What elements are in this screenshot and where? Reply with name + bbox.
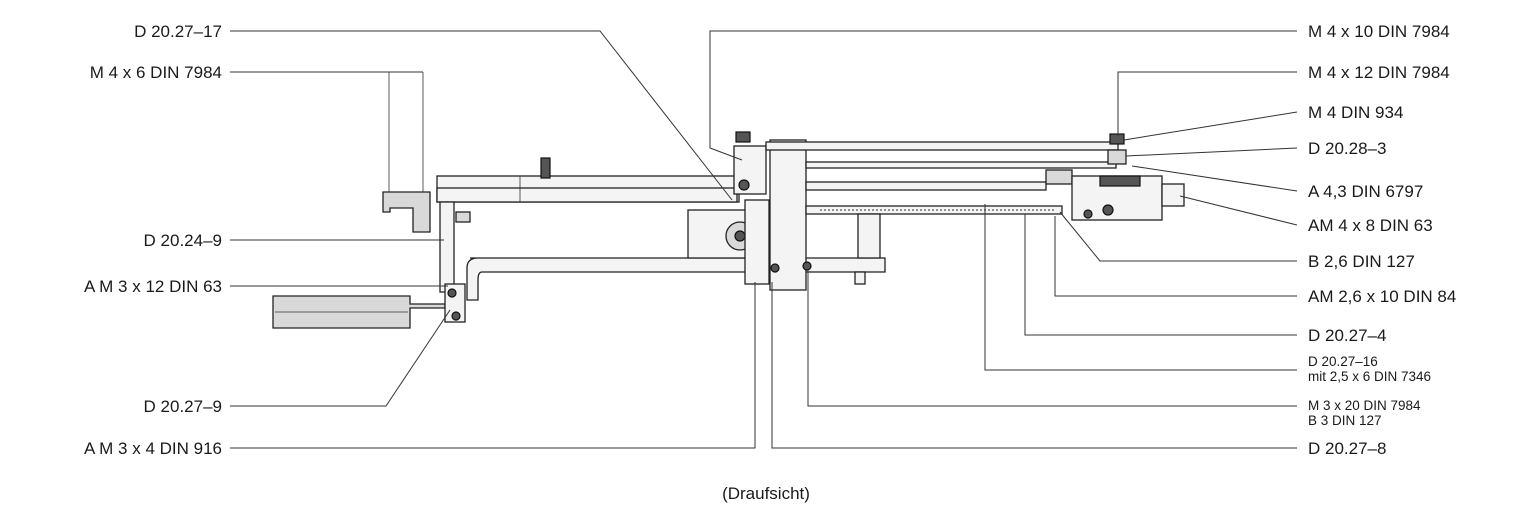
- assembly-drawing: [272, 72, 1185, 329]
- leader-r6: [1179, 195, 1298, 226]
- label-left-5: D 20.27–9: [144, 397, 222, 416]
- label-left-1: D 20.27–17: [134, 22, 222, 41]
- right-spring: [1099, 175, 1141, 187]
- clamp-screw: [447, 288, 457, 298]
- leader-r1: [709, 30, 1297, 161]
- label-right-1: M 4 x 10 DIN 7984: [1308, 22, 1450, 41]
- lower-rail: [466, 257, 886, 301]
- label-right-11a: M 3 x 20 DIN 7984: [1308, 398, 1421, 413]
- label-right-2: M 4 x 12 DIN 7984: [1308, 63, 1450, 82]
- leader-r5: [1131, 165, 1298, 192]
- leader-lines: [230, 30, 1298, 449]
- central-screw: [738, 179, 750, 191]
- label-left-6: A M 3 x 4 DIN 916: [84, 439, 222, 458]
- right-end-block: [1045, 169, 1073, 185]
- central-screw-3: [802, 261, 812, 271]
- label-right-11b: B 3 DIN 127: [1308, 413, 1382, 428]
- right-screw: [1102, 204, 1114, 216]
- right-foot: [854, 271, 866, 285]
- right-washer: [1107, 149, 1127, 165]
- top-rod: [765, 141, 1119, 151]
- central-upright: [733, 145, 767, 195]
- label-right-10a: D 20.27–16: [1308, 354, 1378, 369]
- clamp-screw-2: [451, 311, 461, 321]
- main-bar-inner: [436, 187, 738, 203]
- leader-r11: [807, 270, 1297, 407]
- left-bracket: [382, 191, 431, 233]
- label-left-2: M 4 x 6 DIN 7984: [90, 63, 222, 82]
- leader-r8: [1054, 216, 1297, 297]
- label-right-7: B 2,6 DIN 127: [1308, 252, 1415, 271]
- leader-l6: [230, 282, 756, 449]
- view-caption: (Draufsicht): [722, 484, 810, 503]
- leader-r10: [984, 204, 1297, 371]
- label-right-6: AM 4 x 8 DIN 63: [1308, 216, 1433, 235]
- center-wheel-hub: [734, 230, 746, 242]
- leader-l5: [230, 309, 451, 407]
- labels-right: M 4 x 10 DIN 7984 M 4 x 12 DIN 7984 M 4 …: [1308, 22, 1456, 458]
- label-right-5: A 4,3 DIN 6797: [1308, 182, 1423, 201]
- label-right-12: D 20.27–8: [1308, 439, 1386, 458]
- label-left-4: A M 3 x 12 DIN 63: [84, 277, 222, 296]
- second-rod: [805, 161, 1117, 169]
- leader-r7: [1059, 211, 1297, 262]
- leader-r3: [1123, 111, 1298, 141]
- top-left-nut: [735, 131, 751, 143]
- leader-r4: [1125, 147, 1298, 157]
- leader-r9: [1024, 214, 1297, 336]
- label-right-3: M 4 DIN 934: [1308, 103, 1403, 122]
- label-right-9: D 20.27–4: [1308, 326, 1386, 345]
- right-screw-2: [1083, 209, 1093, 219]
- right-nut: [1109, 133, 1125, 145]
- leader-r12: [771, 282, 1297, 449]
- right-lower-box: [857, 213, 881, 259]
- central-upright-2: [744, 199, 770, 285]
- labels-left: D 20.27–17 M 4 x 6 DIN 7984 D 20.24–9 A …: [84, 22, 222, 458]
- left-arm: [439, 201, 455, 293]
- left-arm-pad: [455, 211, 471, 223]
- central-screw-2: [770, 263, 780, 273]
- label-left-3: D 20.24–9: [144, 231, 222, 250]
- right-cap: [1161, 183, 1185, 207]
- spring-coil: [540, 157, 551, 179]
- label-right-4: D 20.28–3: [1308, 139, 1386, 158]
- label-right-10b: mit 2,5 x 6 DIN 7346: [1308, 369, 1431, 384]
- leader-r2: [1117, 71, 1297, 136]
- label-right-8: AM 2,6 x 10 DIN 84: [1308, 287, 1456, 306]
- third-rod: [805, 181, 1047, 191]
- leader-l1: [230, 30, 733, 201]
